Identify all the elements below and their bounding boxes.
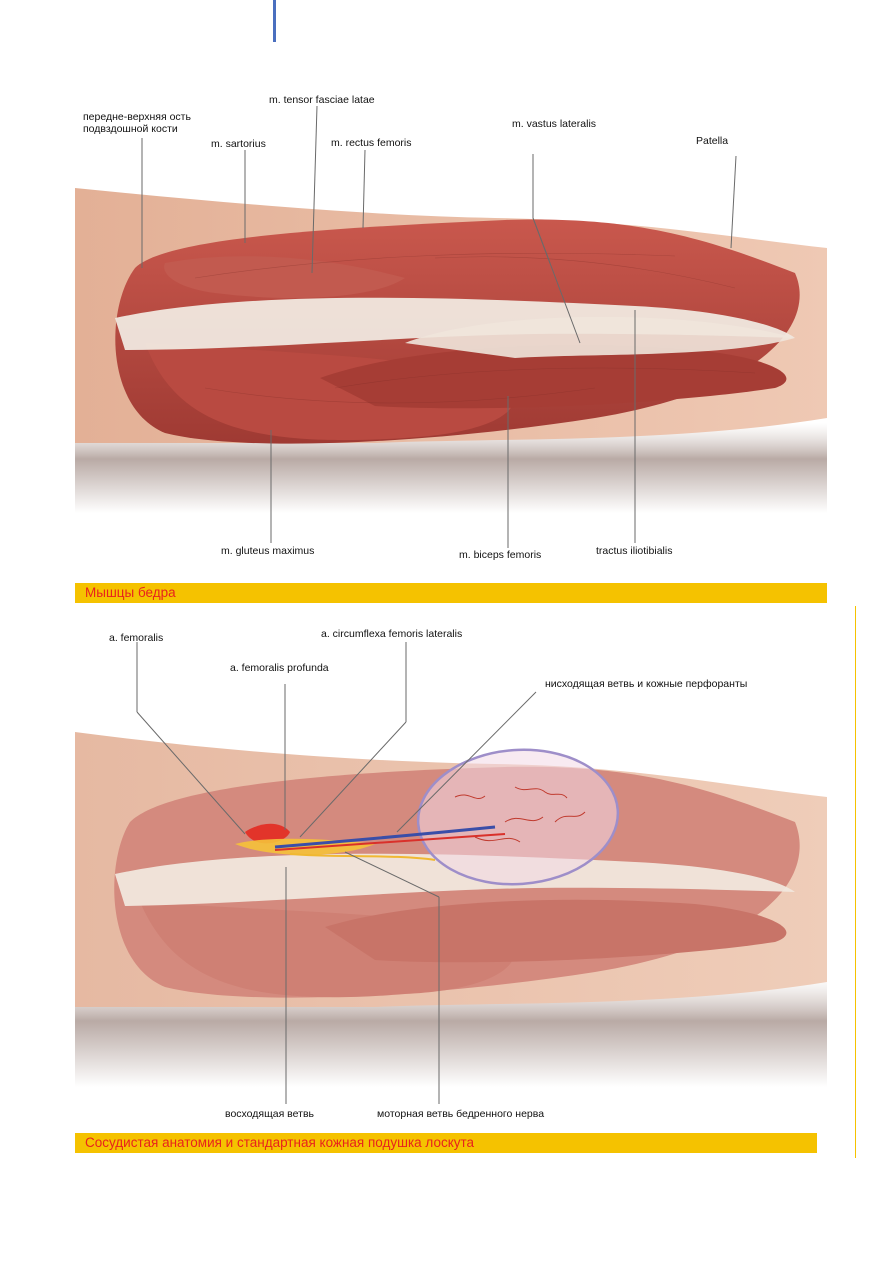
label-biceps-femoris: m. biceps femoris [459,549,542,561]
label-tractus-iliotibialis: tractus iliotibialis [596,545,673,557]
label-rectus-femoris: m. rectus femoris [331,137,412,149]
label-descending-branch: нисходящая ветвь и кожные перфоранты [545,678,748,690]
figure-vascular-anatomy: a. femoralis a. circumflexa femoris late… [75,622,827,1127]
page-edge-marker [273,0,276,42]
thigh-muscles-illustration [75,188,827,513]
figure2-caption: Сосудистая анатомия и стандартная кожная… [75,1133,817,1153]
label-gluteus-maximus: m. gluteus maximus [221,545,315,557]
label-a-femoralis: a. femoralis [109,632,164,644]
label-asis: передне-верхняя ость подвздошной кости [83,111,191,135]
side-rule [855,606,856,1158]
label-tensor-fasciae-latae: m. tensor fasciae latae [269,94,375,106]
label-motor-branch: моторная ветвь бедренного нерва [377,1108,545,1120]
label-patella: Patella [696,135,729,147]
figure1-caption: Мышцы бедра [75,583,827,603]
figure-thigh-muscles: передне-верхняя ость подвздошной кости m… [75,88,827,563]
label-a-circumflexa-femoris-lateralis: a. circumflexa femoris lateralis [321,628,463,640]
vascular-anatomy-illustration [75,732,827,1087]
label-sartorius: m. sartorius [211,138,266,150]
label-a-femoralis-profunda: a. femoralis profunda [230,662,329,674]
label-vastus-lateralis: m. vastus lateralis [512,118,597,130]
label-ascending-branch: восходящая ветвь [225,1108,314,1120]
